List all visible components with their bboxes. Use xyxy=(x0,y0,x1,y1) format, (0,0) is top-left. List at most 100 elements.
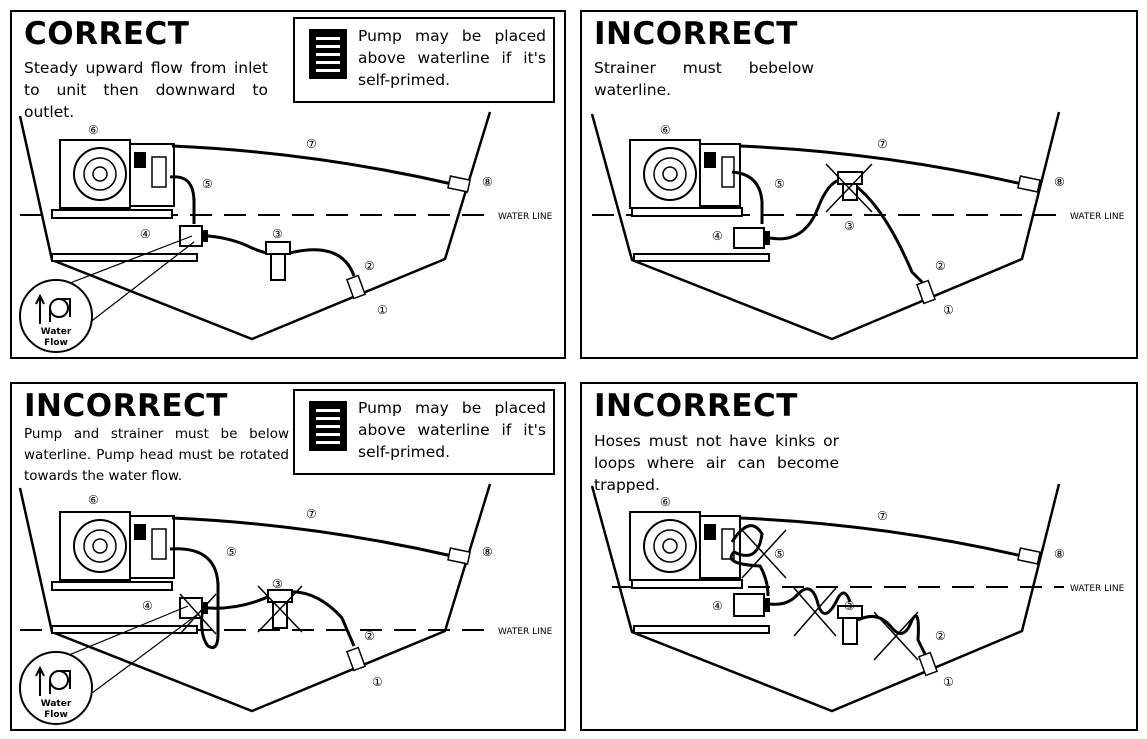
callout-2: ② xyxy=(364,259,375,273)
panel-description: Strainer must bebelow waterline. xyxy=(594,59,814,99)
intake-fitting xyxy=(345,646,367,672)
boat-hull xyxy=(590,483,1061,713)
outlet-fitting xyxy=(1017,547,1041,565)
panel-description: Pump and strainer must be below waterlin… xyxy=(24,426,289,484)
outlet-fitting xyxy=(447,547,471,565)
lower-shelf xyxy=(51,625,198,634)
svg-text:Water: Water xyxy=(41,327,72,337)
pump-unit xyxy=(629,511,741,581)
outlet-hose xyxy=(171,144,453,186)
panel-description: Hoses must not have kinks or loops where… xyxy=(594,432,839,494)
lower-shelf xyxy=(633,253,770,262)
pump-hose xyxy=(729,524,770,597)
callout-4: ④ xyxy=(142,599,153,613)
panel-incorrect-strainer: INCORRECT Strainer must bebelow waterlin… xyxy=(580,10,1138,359)
water-flow-icon: Water Flow xyxy=(19,279,93,353)
callout-1: ① xyxy=(943,303,954,317)
callout-1: ① xyxy=(377,303,388,317)
lower-shelf xyxy=(633,625,770,634)
callout-3: ③ xyxy=(272,577,283,591)
callout-6: ⑥ xyxy=(660,123,671,137)
incorrect-x-mark xyxy=(873,611,919,661)
panel-incorrect-pump-position: INCORRECT Pump and strainer must be belo… xyxy=(10,382,566,731)
note-document-icon xyxy=(309,401,347,451)
lower-shelf xyxy=(51,253,198,262)
pump-hose xyxy=(169,547,220,649)
boat-hull xyxy=(18,483,492,713)
callout-5: ⑤ xyxy=(774,547,785,561)
callout-6: ⑥ xyxy=(88,123,99,137)
incorrect-x-mark xyxy=(825,163,873,213)
callout-7: ⑦ xyxy=(306,137,317,151)
pump-unit xyxy=(629,139,741,209)
note-document-icon xyxy=(309,29,347,79)
boat-hull xyxy=(18,111,492,341)
callout-2: ② xyxy=(935,259,946,273)
pump-shelf xyxy=(51,209,173,219)
note-text: Pump may be placed above waterline if it… xyxy=(358,27,546,89)
panel-description: Steady upward flow from inlet to unit th… xyxy=(24,59,268,121)
pump-shelf xyxy=(631,207,743,217)
callout-8: ⑧ xyxy=(1054,547,1065,561)
water-line-label: WATER LINE xyxy=(498,627,553,637)
intake-fitting xyxy=(345,274,367,300)
intake-fitting xyxy=(915,279,937,305)
note-box: Pump may be placed above waterline if it… xyxy=(293,389,555,475)
callout-8: ⑧ xyxy=(1054,175,1065,189)
strainer xyxy=(265,241,291,281)
callout-8: ⑧ xyxy=(482,545,493,559)
inlet-fitting xyxy=(733,227,770,249)
panel-heading: INCORRECT xyxy=(24,388,228,424)
panel-incorrect-hose-loops: INCORRECT Hoses must not have kinks or l… xyxy=(580,382,1138,731)
callout-8: ⑧ xyxy=(482,175,493,189)
note-box: Pump may be placed above waterline if it… xyxy=(293,17,555,103)
callout-3: ③ xyxy=(272,227,283,241)
callout-2: ② xyxy=(935,629,946,643)
callout-1: ① xyxy=(372,675,383,689)
outlet-hose xyxy=(739,144,1023,186)
outlet-hose xyxy=(171,516,453,558)
note-text: Pump may be placed above waterline if it… xyxy=(358,399,546,461)
panel-correct: CORRECT Steady upward flow from inlet to… xyxy=(10,10,566,359)
incorrect-x-mark xyxy=(257,585,303,633)
callout-7: ⑦ xyxy=(877,137,888,151)
callout-6: ⑥ xyxy=(660,495,671,509)
pump-unit xyxy=(59,139,175,209)
inlet-fitting xyxy=(179,225,208,247)
outlet-fitting xyxy=(1017,175,1041,193)
pump-hose xyxy=(169,175,196,224)
inlet-fitting xyxy=(733,593,770,617)
intake-fitting xyxy=(917,651,939,677)
water-line-label: WATER LINE xyxy=(498,212,553,222)
outlet-hose xyxy=(739,516,1023,558)
callout-6: ⑥ xyxy=(88,493,99,507)
strainer xyxy=(837,605,863,645)
correct-installation-diagram: WATER LINE xyxy=(18,111,553,353)
callout-4: ④ xyxy=(140,227,151,241)
callout-3: ③ xyxy=(844,219,855,233)
callout-2: ② xyxy=(364,629,375,643)
intake-hose xyxy=(769,587,928,657)
callout-5: ⑤ xyxy=(774,177,785,191)
callout-7: ⑦ xyxy=(306,507,317,521)
pump-shelf xyxy=(631,579,743,589)
water-line-label: WATER LINE xyxy=(1070,584,1125,594)
svg-text:Flow: Flow xyxy=(44,710,68,720)
pump-hose xyxy=(731,170,764,224)
panel-heading: INCORRECT xyxy=(594,16,798,52)
svg-text:Water: Water xyxy=(41,699,72,709)
incorrect-strainer-diagram: WATER LINE ① ② ③ ④ xyxy=(590,111,1125,341)
panel-heading: INCORRECT xyxy=(594,388,798,424)
callout-4: ④ xyxy=(712,229,723,243)
callout-5: ⑤ xyxy=(226,545,237,559)
panel-heading: CORRECT xyxy=(24,16,190,52)
callout-5: ⑤ xyxy=(202,177,213,191)
incorrect-x-mark xyxy=(741,529,787,579)
incorrect-x-mark xyxy=(793,587,837,637)
boat-hull xyxy=(590,111,1061,341)
incorrect-pump-position-diagram: WATER LINE xyxy=(18,483,553,725)
outlet-fitting xyxy=(447,175,471,193)
svg-text:Flow: Flow xyxy=(44,338,68,348)
callout-4: ④ xyxy=(712,599,723,613)
callout-7: ⑦ xyxy=(877,509,888,523)
